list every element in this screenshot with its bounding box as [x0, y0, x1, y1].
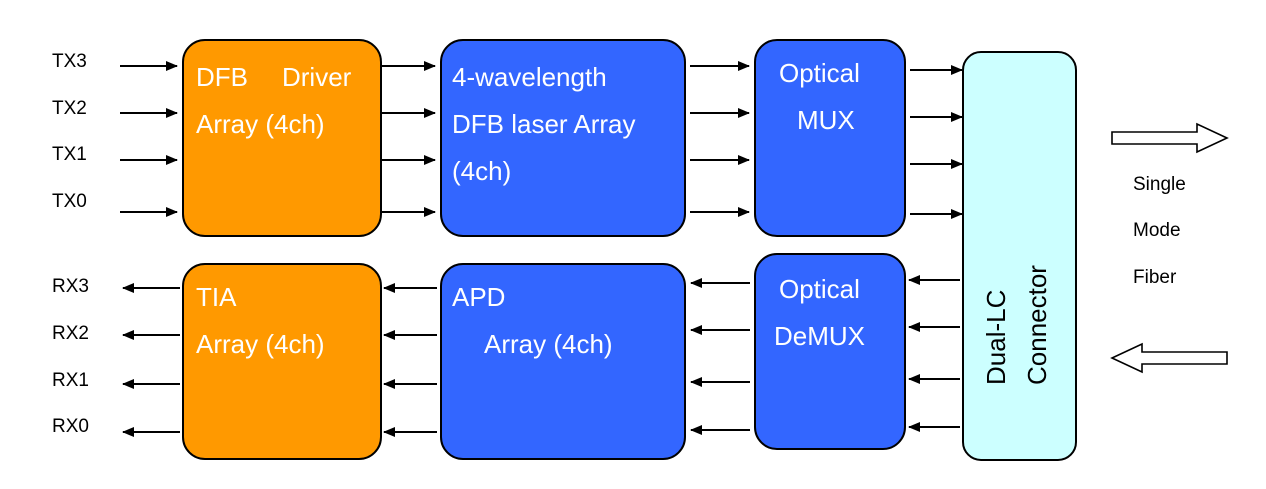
laser-array-channels: (4ch) — [452, 156, 511, 186]
dfb-driver-title-b: Driver — [282, 62, 352, 92]
optical-demux-block — [754, 253, 906, 450]
apd-subtitle: Array (4ch) — [484, 329, 613, 359]
tx-label: TX0 — [52, 191, 87, 212]
optical-mux-block — [754, 39, 906, 237]
rx-label: RX0 — [52, 416, 89, 437]
fiber-label-line: Mode — [1133, 220, 1181, 241]
rx-label: RX1 — [52, 370, 89, 391]
optical-demux-title: Optical — [779, 274, 860, 304]
connector-to-demux-arrows — [908, 275, 960, 432]
fiber-in-arrow — [1110, 342, 1228, 374]
optical-mux-subtitle: MUX — [797, 105, 855, 135]
tx-label: TX1 — [52, 144, 87, 165]
driver-to-laser-arrows — [381, 61, 436, 217]
connector-label-1: Dual-LC — [981, 290, 1011, 385]
tia-block — [182, 263, 382, 460]
dfb-driver-subtitle: Array (4ch) — [196, 109, 325, 139]
laser-array-subtitle: DFB laser Array — [452, 109, 636, 139]
tia-subtitle: Array (4ch) — [196, 329, 325, 359]
tx-labels: TX3 TX2 TX1 TX0 — [52, 51, 87, 212]
connector-label-2: Connector — [1022, 265, 1052, 385]
dfb-driver-block — [182, 39, 382, 237]
apd-block — [440, 263, 686, 460]
dual-lc-connector-block — [962, 51, 1077, 461]
rx-label: RX2 — [52, 323, 89, 344]
tx-input-arrows — [120, 61, 178, 217]
fiber-out-arrow — [1111, 122, 1229, 154]
fiber-label-line: Single — [1133, 174, 1186, 195]
tx-label: TX3 — [52, 51, 87, 72]
apd-title: APD — [452, 282, 505, 312]
tx-label: TX2 — [52, 98, 87, 119]
laser-array-title: 4-wavelength — [452, 62, 607, 92]
optical-mux-title: Optical — [779, 58, 860, 88]
laser-to-mux-arrows — [690, 61, 750, 217]
optical-demux-subtitle: DeMUX — [774, 321, 865, 351]
rx-output-arrows — [122, 283, 180, 437]
demux-to-apd-arrows — [690, 278, 750, 435]
rx-label: RX3 — [52, 276, 89, 297]
dfb-driver-title: DFB — [196, 62, 248, 92]
apd-to-tia-arrows — [383, 283, 437, 437]
fiber-label-line: Fiber — [1133, 267, 1177, 288]
rx-labels: RX3 RX2 RX1 RX0 — [52, 276, 89, 437]
tia-title: TIA — [196, 282, 237, 312]
mux-to-connector-arrows — [910, 65, 963, 219]
laser-array-block — [440, 39, 686, 237]
